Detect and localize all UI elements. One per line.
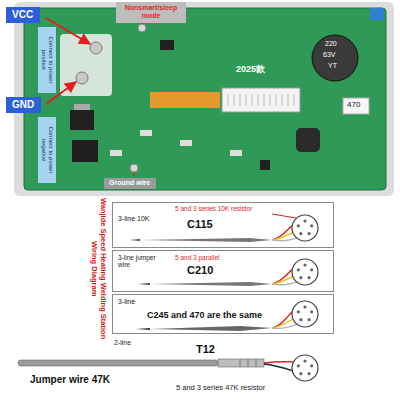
terminal-tag: VCC (6, 7, 40, 23)
socket-pin (310, 310, 313, 313)
node-text: 5 and 3 series 10K resistor (175, 205, 252, 212)
t12-rings (240, 359, 256, 367)
socket-pin (299, 372, 302, 375)
fpc-connector (222, 88, 300, 112)
capacitor (312, 35, 358, 81)
tip-point (136, 328, 150, 330)
wire-count: 2-line (114, 339, 131, 347)
node-subtext: C245 and 470 are the same (147, 310, 262, 320)
node-subtext: 5 and 3 parallel (175, 254, 219, 261)
housing (14, 2, 394, 196)
tip-point (130, 239, 140, 241)
socket-pin (303, 219, 306, 222)
terminal-note: Connect to power positive (38, 27, 56, 93)
t12-tip (18, 360, 218, 366)
socket-pin (297, 268, 300, 271)
socket-pin (297, 310, 300, 313)
socket-pin (303, 263, 306, 266)
socket-pins (297, 219, 314, 375)
node-subtext: C210 (187, 264, 213, 277)
resistor-value: 470 (347, 100, 360, 109)
node-text: Nonsmart/sleep mode (120, 4, 182, 20)
tip-point (138, 283, 150, 285)
smd-part (180, 140, 192, 146)
resistor-470 (343, 98, 369, 114)
diagram-ground (0, 198, 400, 400)
tip-row: 5 and 3 series 10K resistor 3-line 10K C11… (112, 202, 334, 248)
node-text: GND (12, 99, 34, 111)
node-text: VCC (12, 9, 33, 21)
connector-socket (292, 215, 318, 381)
connector-pins (228, 94, 294, 106)
potentiometer (370, 8, 384, 20)
smd-part (110, 150, 122, 156)
smd-chip (160, 40, 174, 50)
sleep-pad (138, 24, 146, 32)
smd-part (140, 130, 152, 136)
socket-pin (310, 268, 313, 271)
inductor (296, 128, 320, 152)
iron-tip (150, 282, 272, 286)
socket-pin (297, 364, 300, 367)
tip-model: T12 (196, 343, 215, 356)
node-text: 3-line jumper wire (118, 254, 160, 269)
regulator-chip (70, 110, 94, 130)
diagram-title: Wanjide Speed Heating Welding Station Wi… (89, 193, 106, 343)
socket-pin (299, 232, 302, 235)
capacitor-brand: YT (328, 62, 337, 70)
node-text: Ground wire (109, 179, 150, 187)
terminal-tag: GND (6, 97, 41, 113)
node-text: 3-line (118, 298, 135, 306)
iron-tip (150, 326, 272, 331)
socket-pin (310, 364, 313, 367)
ground-pad (130, 164, 138, 172)
ground-tag: Ground wire (104, 178, 156, 189)
wiring-note: 5 and 3 series 47K resistor (176, 384, 265, 393)
socket-pin (299, 318, 302, 321)
node-text: Connect to power negative (40, 120, 54, 180)
pcb-board (24, 8, 386, 190)
mode-tag: Nonsmart/sleep mode (116, 2, 186, 23)
capacitor-value: 220 (325, 40, 337, 48)
leader-line (133, 173, 135, 176)
regulator-tab (74, 104, 90, 110)
tip-row: 3-line jumper wire 5 and 3 parallelC210 (112, 250, 334, 292)
smd-chip (260, 160, 270, 170)
board-marking: 2025款 (236, 64, 265, 74)
socket-pin (310, 224, 313, 227)
smd-part (230, 150, 242, 156)
node-subtext: 3-line 10K (118, 215, 150, 223)
iron-tip (140, 238, 272, 242)
socket-pin (303, 305, 306, 308)
socket-pin (308, 232, 311, 235)
capacitor-voltage: 63V (323, 51, 335, 59)
socket-pin (299, 276, 302, 279)
socket-pin (303, 359, 306, 362)
wiring-note: Jumper wire 47K (30, 374, 110, 386)
socket-pin (308, 318, 311, 321)
tip-row: 3-lineC245 and 470 are the same (112, 294, 334, 334)
terminal-note: Connect to power negative (38, 117, 56, 183)
ribbon-cable (150, 92, 220, 108)
node-text: Connect to power positive (40, 30, 54, 90)
socket-pin (297, 224, 300, 227)
regulator-chip (72, 140, 98, 162)
socket-pin (308, 372, 311, 375)
terminal-screw (76, 72, 88, 84)
leader-line (272, 214, 296, 218)
socket-pin (308, 276, 311, 279)
node-subtext: C115 (187, 218, 213, 231)
terminal-area (60, 34, 112, 96)
terminal-screw (90, 42, 102, 54)
t12-handle (218, 359, 264, 367)
